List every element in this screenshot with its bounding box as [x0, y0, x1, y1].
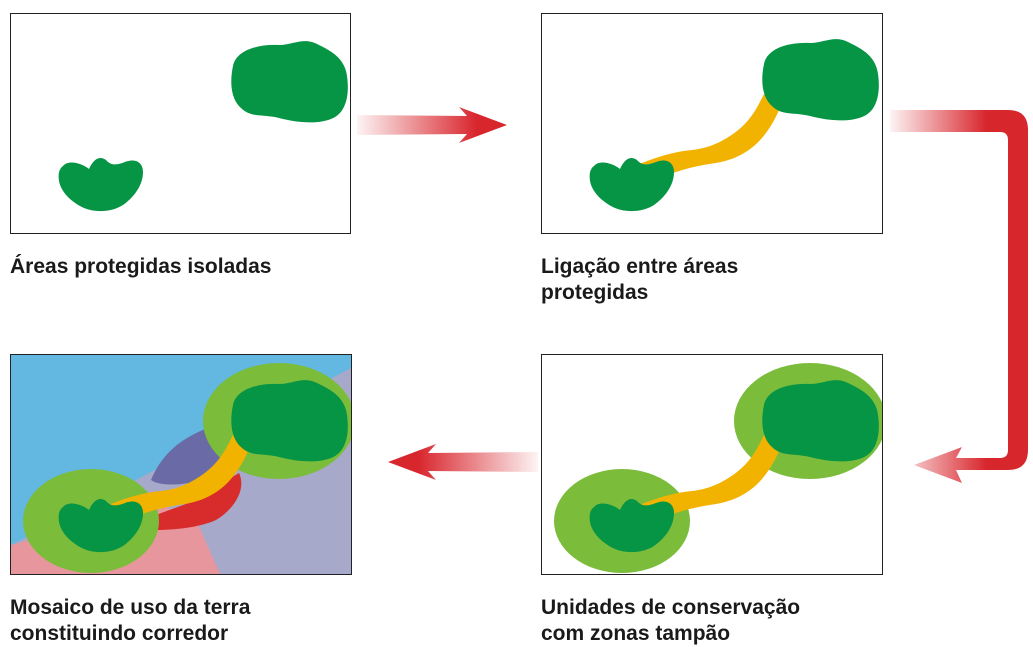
buffer-zones-drawing: [554, 363, 882, 573]
protected-area-small: [58, 158, 143, 212]
caption-line: Unidades de conservação: [541, 596, 801, 619]
panel-land-use-mosaic: [10, 354, 352, 575]
protected-area-large: [231, 380, 348, 462]
caption-line: constituindo corredor: [10, 622, 229, 645]
land-use-mosaic-drawing: [11, 355, 351, 574]
caption-isolated-areas: Áreas protegidas isoladas: [10, 254, 271, 280]
caption-line: com zonas tampão: [541, 622, 731, 645]
caption-buffer-zones: Unidades de conservação com zonas tampão: [541, 595, 800, 647]
protected-area-large: [762, 380, 879, 462]
protected-area-large: [762, 39, 879, 121]
arrow-left-icon: [388, 444, 538, 480]
arrow-elbow-down-icon: [890, 110, 1028, 483]
isolated-areas-drawing: [58, 41, 348, 212]
caption-line: Mosaico de uso da terra: [10, 596, 251, 619]
corridor: [634, 94, 784, 184]
caption-line: protegidas: [541, 281, 649, 304]
caption-land-use-mosaic: Mosaico de uso da terra constituindo cor…: [10, 595, 250, 647]
caption-linked-areas: Ligação entre áreas protegidas: [541, 254, 738, 306]
panel-isolated-areas: [10, 13, 351, 234]
arrow-right-icon: [357, 107, 507, 143]
protected-area-small: [58, 499, 143, 553]
caption-line: Áreas protegidas isoladas: [10, 255, 272, 278]
linked-areas-drawing: [589, 39, 879, 212]
corridor: [103, 435, 253, 525]
protected-area-small: [589, 499, 674, 553]
corridor: [634, 435, 784, 525]
protected-area-large: [231, 41, 348, 123]
caption-line: Ligação entre áreas: [541, 255, 739, 278]
panel-linked-areas: [541, 13, 883, 234]
protected-area-small: [589, 158, 674, 212]
panel-buffer-zones: [541, 354, 883, 575]
